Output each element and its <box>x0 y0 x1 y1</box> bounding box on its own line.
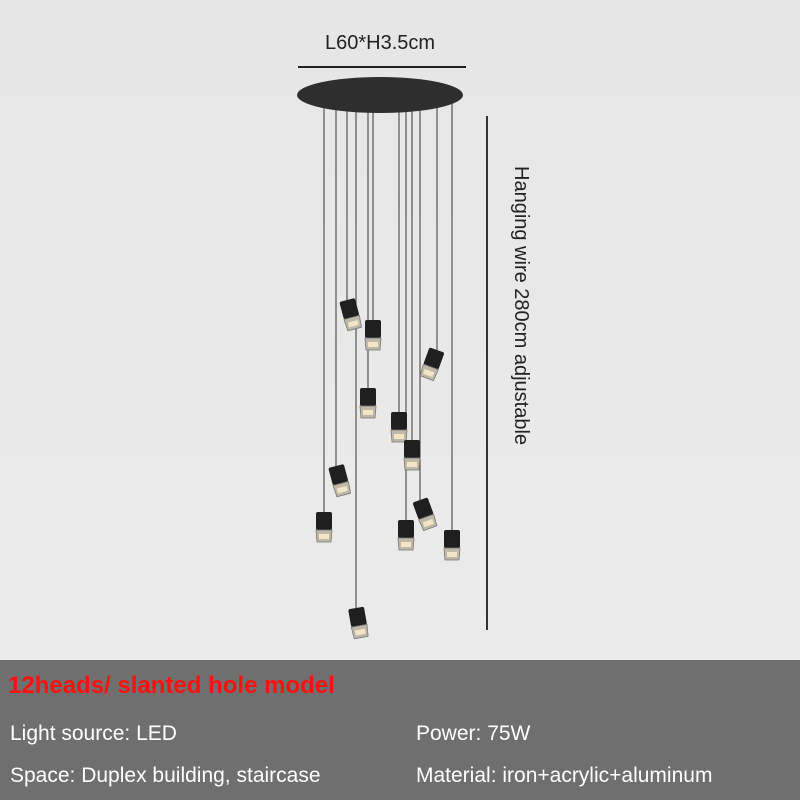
pendant-head <box>419 347 444 382</box>
pendant-head <box>443 530 461 561</box>
material-spec: Material: iron+acrylic+aluminum <box>416 764 713 787</box>
canopy-dimension-line <box>298 66 466 68</box>
wire-length-label: Hanging wire 280cm adjustable <box>510 166 532 446</box>
pendant-head <box>390 412 408 443</box>
model-title: 12heads/ slanted hole model <box>8 672 335 699</box>
pendant-head <box>328 464 351 498</box>
pendant-head <box>364 320 382 351</box>
pendant-lamp-illustration <box>297 77 463 640</box>
spec-panel: 12heads/ slanted hole model Light source… <box>0 660 800 800</box>
wire-length-line <box>486 116 488 630</box>
pendant-heads <box>315 298 461 640</box>
pendant-head <box>403 440 421 471</box>
canopy-dimension-label: L60*H3.5cm <box>324 32 436 54</box>
canopy <box>297 77 463 113</box>
pendant-head <box>348 606 369 640</box>
pendant-head <box>315 512 333 543</box>
power-spec: Power: 75W <box>416 722 531 745</box>
pendant-head <box>413 497 438 532</box>
pendant-head <box>397 520 415 551</box>
pendant-head <box>359 388 377 419</box>
light-source-spec: Light source: LED <box>10 722 177 745</box>
pendant-head <box>339 298 362 332</box>
space-spec: Space: Duplex building, staircase <box>10 764 321 787</box>
product-image: L60*H3.5cm Hanging wire 280cm adjustable <box>0 0 800 660</box>
hanging-wires <box>323 98 453 608</box>
